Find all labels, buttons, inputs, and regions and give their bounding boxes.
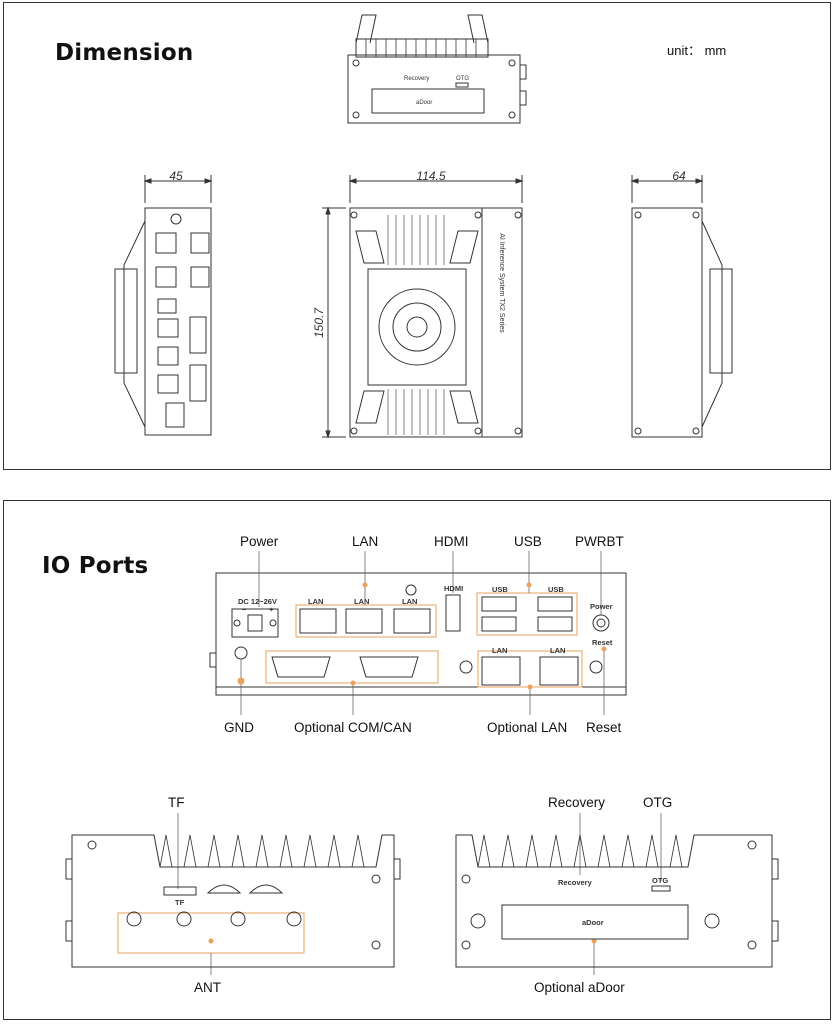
front-view <box>322 175 524 439</box>
depth-dimension: 64 <box>672 169 686 183</box>
label-reset: Reset <box>586 720 622 735</box>
label-usb: USB <box>514 534 542 549</box>
panel-lan-text: LAN <box>550 646 565 655</box>
panel-dc-text: DC 12~26V <box>238 597 277 606</box>
panel-lan-text: LAN <box>308 597 323 606</box>
callout-dots <box>208 582 607 944</box>
label-lan: LAN <box>352 534 379 549</box>
height-dimension: 150.7 <box>312 307 326 338</box>
unit-label: unit： mm <box>667 43 727 58</box>
panel-lan-text: LAN <box>492 646 507 655</box>
dimension-title: Dimension <box>55 40 194 66</box>
top-recovery-text: Recovery <box>404 76 429 82</box>
panel-recovery-text: Recovery <box>558 878 593 887</box>
panel-plus-text: + <box>269 605 274 614</box>
front-side-text: AI Inference System TX2 Series <box>498 233 505 333</box>
callout-lines <box>177 551 662 975</box>
label-recovery: Recovery <box>548 795 606 810</box>
label-otg: OTG <box>643 795 673 810</box>
right-side-view <box>630 175 733 438</box>
left-side-view <box>114 175 213 436</box>
label-gnd: GND <box>224 720 254 735</box>
panel-reset-text: Reset <box>592 638 613 647</box>
top-adoor-text: aDoor <box>416 100 432 106</box>
label-optional-adoor: Optional aDoor <box>534 980 625 995</box>
io-ports-title: IO Ports <box>42 553 149 579</box>
panel-lan-text: LAN <box>402 597 417 606</box>
panel-usb-text: USB <box>492 585 508 594</box>
top-otg-text: OTG <box>456 76 469 82</box>
label-optional-lan: Optional LAN <box>487 720 568 735</box>
length-dimension: 114.5 <box>416 169 445 183</box>
label-hdmi: HDMI <box>434 534 469 549</box>
label-pwrbt: PWRBT <box>575 534 624 549</box>
label-ant: ANT <box>194 980 221 995</box>
rear-right-view <box>455 834 779 968</box>
io-ports-panel: IO Ports Power LAN HDMI USB PWRBT GND Op… <box>3 500 831 1020</box>
label-power: Power <box>240 534 279 549</box>
panel-lan-text: LAN <box>354 597 369 606</box>
label-tf: TF <box>168 795 185 810</box>
panel-tf-text: TF <box>175 898 185 907</box>
dimension-panel: Dimension unit： mm <box>3 2 831 470</box>
panel-minus-text: − <box>242 605 247 614</box>
rear-left-view <box>65 834 401 968</box>
panel-adoor-text: aDoor <box>582 918 604 927</box>
panel-otg-text: OTG <box>652 876 668 885</box>
panel-hdmi-text: HDMI <box>444 584 463 593</box>
panel-power-text: Power <box>590 602 613 611</box>
io-ports-drawing: DC 12~26V − + LAN LAN LAN HDMI USB USB P… <box>65 551 779 975</box>
panel-usb-text: USB <box>548 585 564 594</box>
highlight-boxes <box>117 592 583 954</box>
dimension-drawing: Recovery OTG aDoor 45 <box>114 14 733 439</box>
top-view <box>347 14 527 124</box>
label-optional-com-can: Optional COM/CAN <box>294 720 412 735</box>
width-dimension: 45 <box>169 169 183 183</box>
